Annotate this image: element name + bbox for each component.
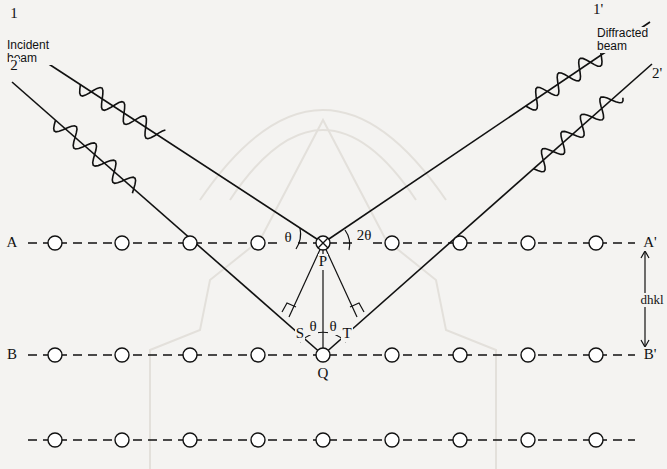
atom	[521, 433, 535, 447]
atom	[316, 236, 330, 250]
symbol-label: 2θ	[356, 228, 373, 244]
wave	[54, 120, 136, 193]
atom	[385, 433, 399, 447]
symbol-label: B	[6, 347, 18, 363]
symbol-label: θ	[308, 319, 317, 335]
atom	[521, 348, 535, 362]
wave	[534, 97, 623, 172]
symbol-label: P	[318, 254, 328, 270]
atom	[183, 433, 197, 447]
atom	[589, 236, 603, 250]
atom	[385, 236, 399, 250]
symbol-label: S	[295, 326, 305, 342]
atom	[48, 236, 62, 250]
lattice-planes	[28, 236, 635, 447]
atom	[48, 348, 62, 362]
symbol-label: θ	[328, 319, 337, 335]
symbol-label: dhkl	[639, 293, 664, 307]
beams	[12, 22, 652, 355]
symbol-label: A'	[642, 235, 658, 251]
atom	[183, 236, 197, 250]
symbol-label: 2'	[651, 66, 663, 82]
atom	[453, 433, 467, 447]
symbol-label: θ	[283, 230, 292, 246]
atom	[316, 348, 330, 362]
atom-cross	[318, 238, 328, 248]
atom	[115, 236, 129, 250]
symbol-label: T	[341, 326, 352, 342]
symbol-label: 2	[9, 58, 19, 74]
atom	[251, 433, 265, 447]
wave	[526, 44, 622, 110]
atom	[385, 348, 399, 362]
atom	[521, 236, 535, 250]
symbol-label: A	[6, 235, 19, 251]
atom	[316, 433, 330, 447]
symbol-label: B'	[643, 347, 658, 363]
symbol-label: 1'	[592, 2, 604, 18]
atom	[453, 236, 467, 250]
wave	[80, 85, 166, 139]
atom	[453, 348, 467, 362]
atom	[589, 433, 603, 447]
atom	[251, 236, 265, 250]
atom	[115, 433, 129, 447]
atom	[589, 348, 603, 362]
construction-lines	[282, 228, 649, 355]
atom	[251, 348, 265, 362]
beam-label: Diffracted beam	[596, 27, 664, 52]
atom	[48, 433, 62, 447]
symbol-label: 1	[9, 6, 19, 22]
atom	[115, 348, 129, 362]
symbol-label: Q	[317, 366, 330, 382]
atom	[183, 348, 197, 362]
waves	[54, 44, 623, 194]
